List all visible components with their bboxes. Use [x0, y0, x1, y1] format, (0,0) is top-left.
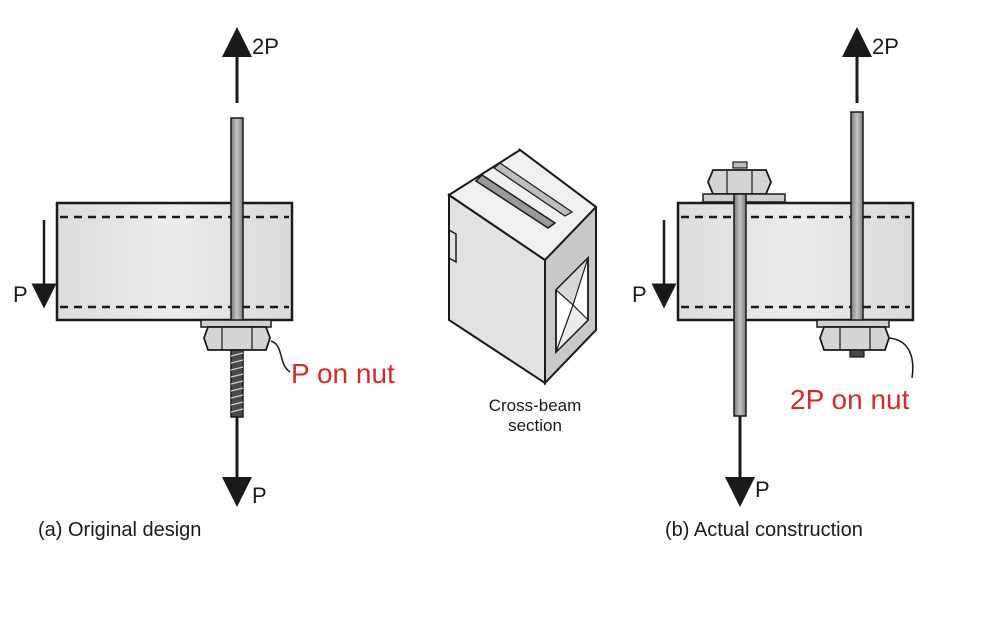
- rod-b-left: [733, 193, 747, 417]
- nut-b-top: [707, 169, 772, 195]
- threads-a: [230, 352, 244, 413]
- cross-beam-section: [447, 147, 598, 386]
- nut-a: [203, 326, 271, 351]
- cross-section-caption-line1: Cross-beam: [488, 396, 582, 415]
- nut-label-b: 2P on nut: [790, 384, 910, 415]
- washer-b-bottom: [816, 319, 890, 328]
- beam-a: [55, 201, 294, 322]
- caption-b: (b) Actual construction: [665, 519, 863, 541]
- top-force-label-a: 2P: [252, 34, 279, 59]
- leader-b: [888, 337, 914, 379]
- beam-b: [676, 201, 915, 322]
- washer-a: [200, 319, 272, 328]
- side-force-label-b: P: [632, 282, 647, 307]
- cross-section-caption: Cross-beam section: [470, 396, 600, 436]
- figure-a: [31, 27, 294, 507]
- nut-label-a: P on nut: [291, 358, 395, 389]
- side-force-label-a: P: [13, 282, 28, 307]
- figure-b: [651, 27, 915, 507]
- rod-b-right: [850, 111, 864, 331]
- caption-a: (a) Original design: [38, 519, 202, 541]
- bottom-force-label-b: P: [755, 477, 770, 502]
- bottom-force-label-a: P: [252, 483, 267, 508]
- top-force-label-b: 2P: [872, 34, 899, 59]
- leader-a: [270, 340, 291, 373]
- cross-section-caption-line2: section: [508, 416, 562, 435]
- rod-a-upper: [230, 117, 244, 329]
- nut-b-bottom: [819, 326, 890, 351]
